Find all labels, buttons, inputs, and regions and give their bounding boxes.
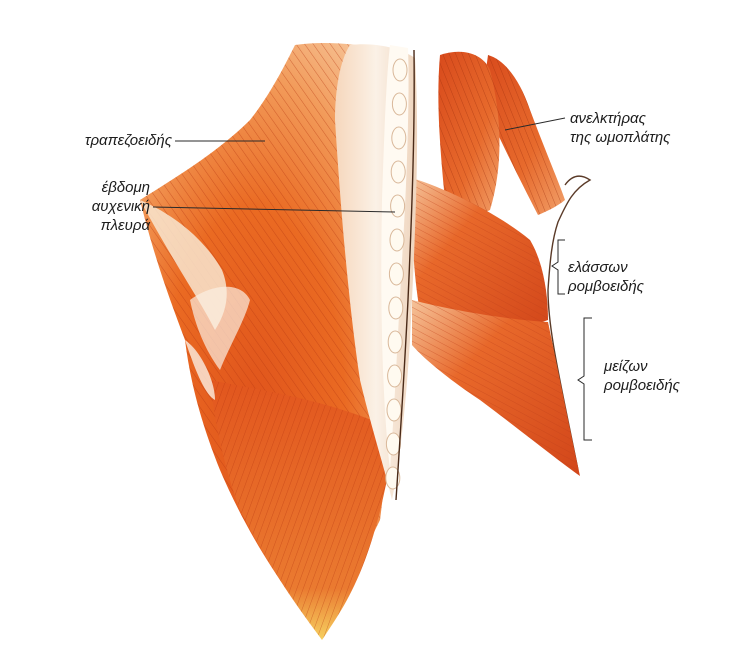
rhomboid-muscles xyxy=(411,178,580,476)
label-rhomboid-major-line2: ρομβοειδής xyxy=(604,377,680,394)
spine-midline xyxy=(395,49,415,501)
label-rhomboid-minor-line2: ρομβοειδής xyxy=(568,278,644,295)
spinous-process xyxy=(388,296,404,320)
label-c7-line3: πλευρά xyxy=(100,217,150,234)
label-levator-line1: ανελκτήρας xyxy=(570,110,646,127)
label-trapezius-text: τραπεζοειδής xyxy=(84,132,172,149)
levator-scapulae-muscle xyxy=(438,51,565,216)
label-seventh-cervical-rib: έβδομη αυχενική πλευρά xyxy=(40,178,150,235)
spinous-process xyxy=(391,92,407,116)
spinous-process xyxy=(390,194,406,218)
label-rhomboid-major-line1: μείζων xyxy=(604,358,648,375)
spinous-process xyxy=(390,160,406,184)
spinous-process xyxy=(385,432,401,456)
spinous-process xyxy=(387,364,403,388)
leader-lines xyxy=(152,117,592,441)
label-c7-line1: έβδομη xyxy=(101,179,150,196)
spinous-processes xyxy=(385,58,408,490)
spinous-process xyxy=(389,228,405,252)
scapula-border-line xyxy=(547,175,592,471)
bracket-rhomboid-minor xyxy=(551,239,565,295)
leader-line-c7 xyxy=(152,206,396,213)
label-c7-line2: αυχενική xyxy=(91,198,150,215)
bracket-rhomboid-major xyxy=(577,317,592,441)
label-levator-scapulae: ανελκτήρας της ωμοπλάτης xyxy=(570,109,720,147)
label-levator-line2: της ωμοπλάτης xyxy=(570,129,671,146)
label-rhomboid-major: μείζων ρομβοειδής xyxy=(604,357,734,395)
label-rhomboid-minor-line1: ελάσσων xyxy=(568,259,628,276)
spinous-process xyxy=(392,58,408,82)
leader-line-levator xyxy=(504,117,566,131)
spinous-process xyxy=(391,126,407,150)
spinous-process xyxy=(387,330,403,354)
spinous-process xyxy=(385,466,401,490)
spinous-process xyxy=(388,262,404,286)
label-trapezius: τραπεζοειδής xyxy=(40,131,172,150)
spinous-process xyxy=(386,398,402,422)
label-rhomboid-minor: ελάσσων ρομβοειδής xyxy=(568,258,708,296)
